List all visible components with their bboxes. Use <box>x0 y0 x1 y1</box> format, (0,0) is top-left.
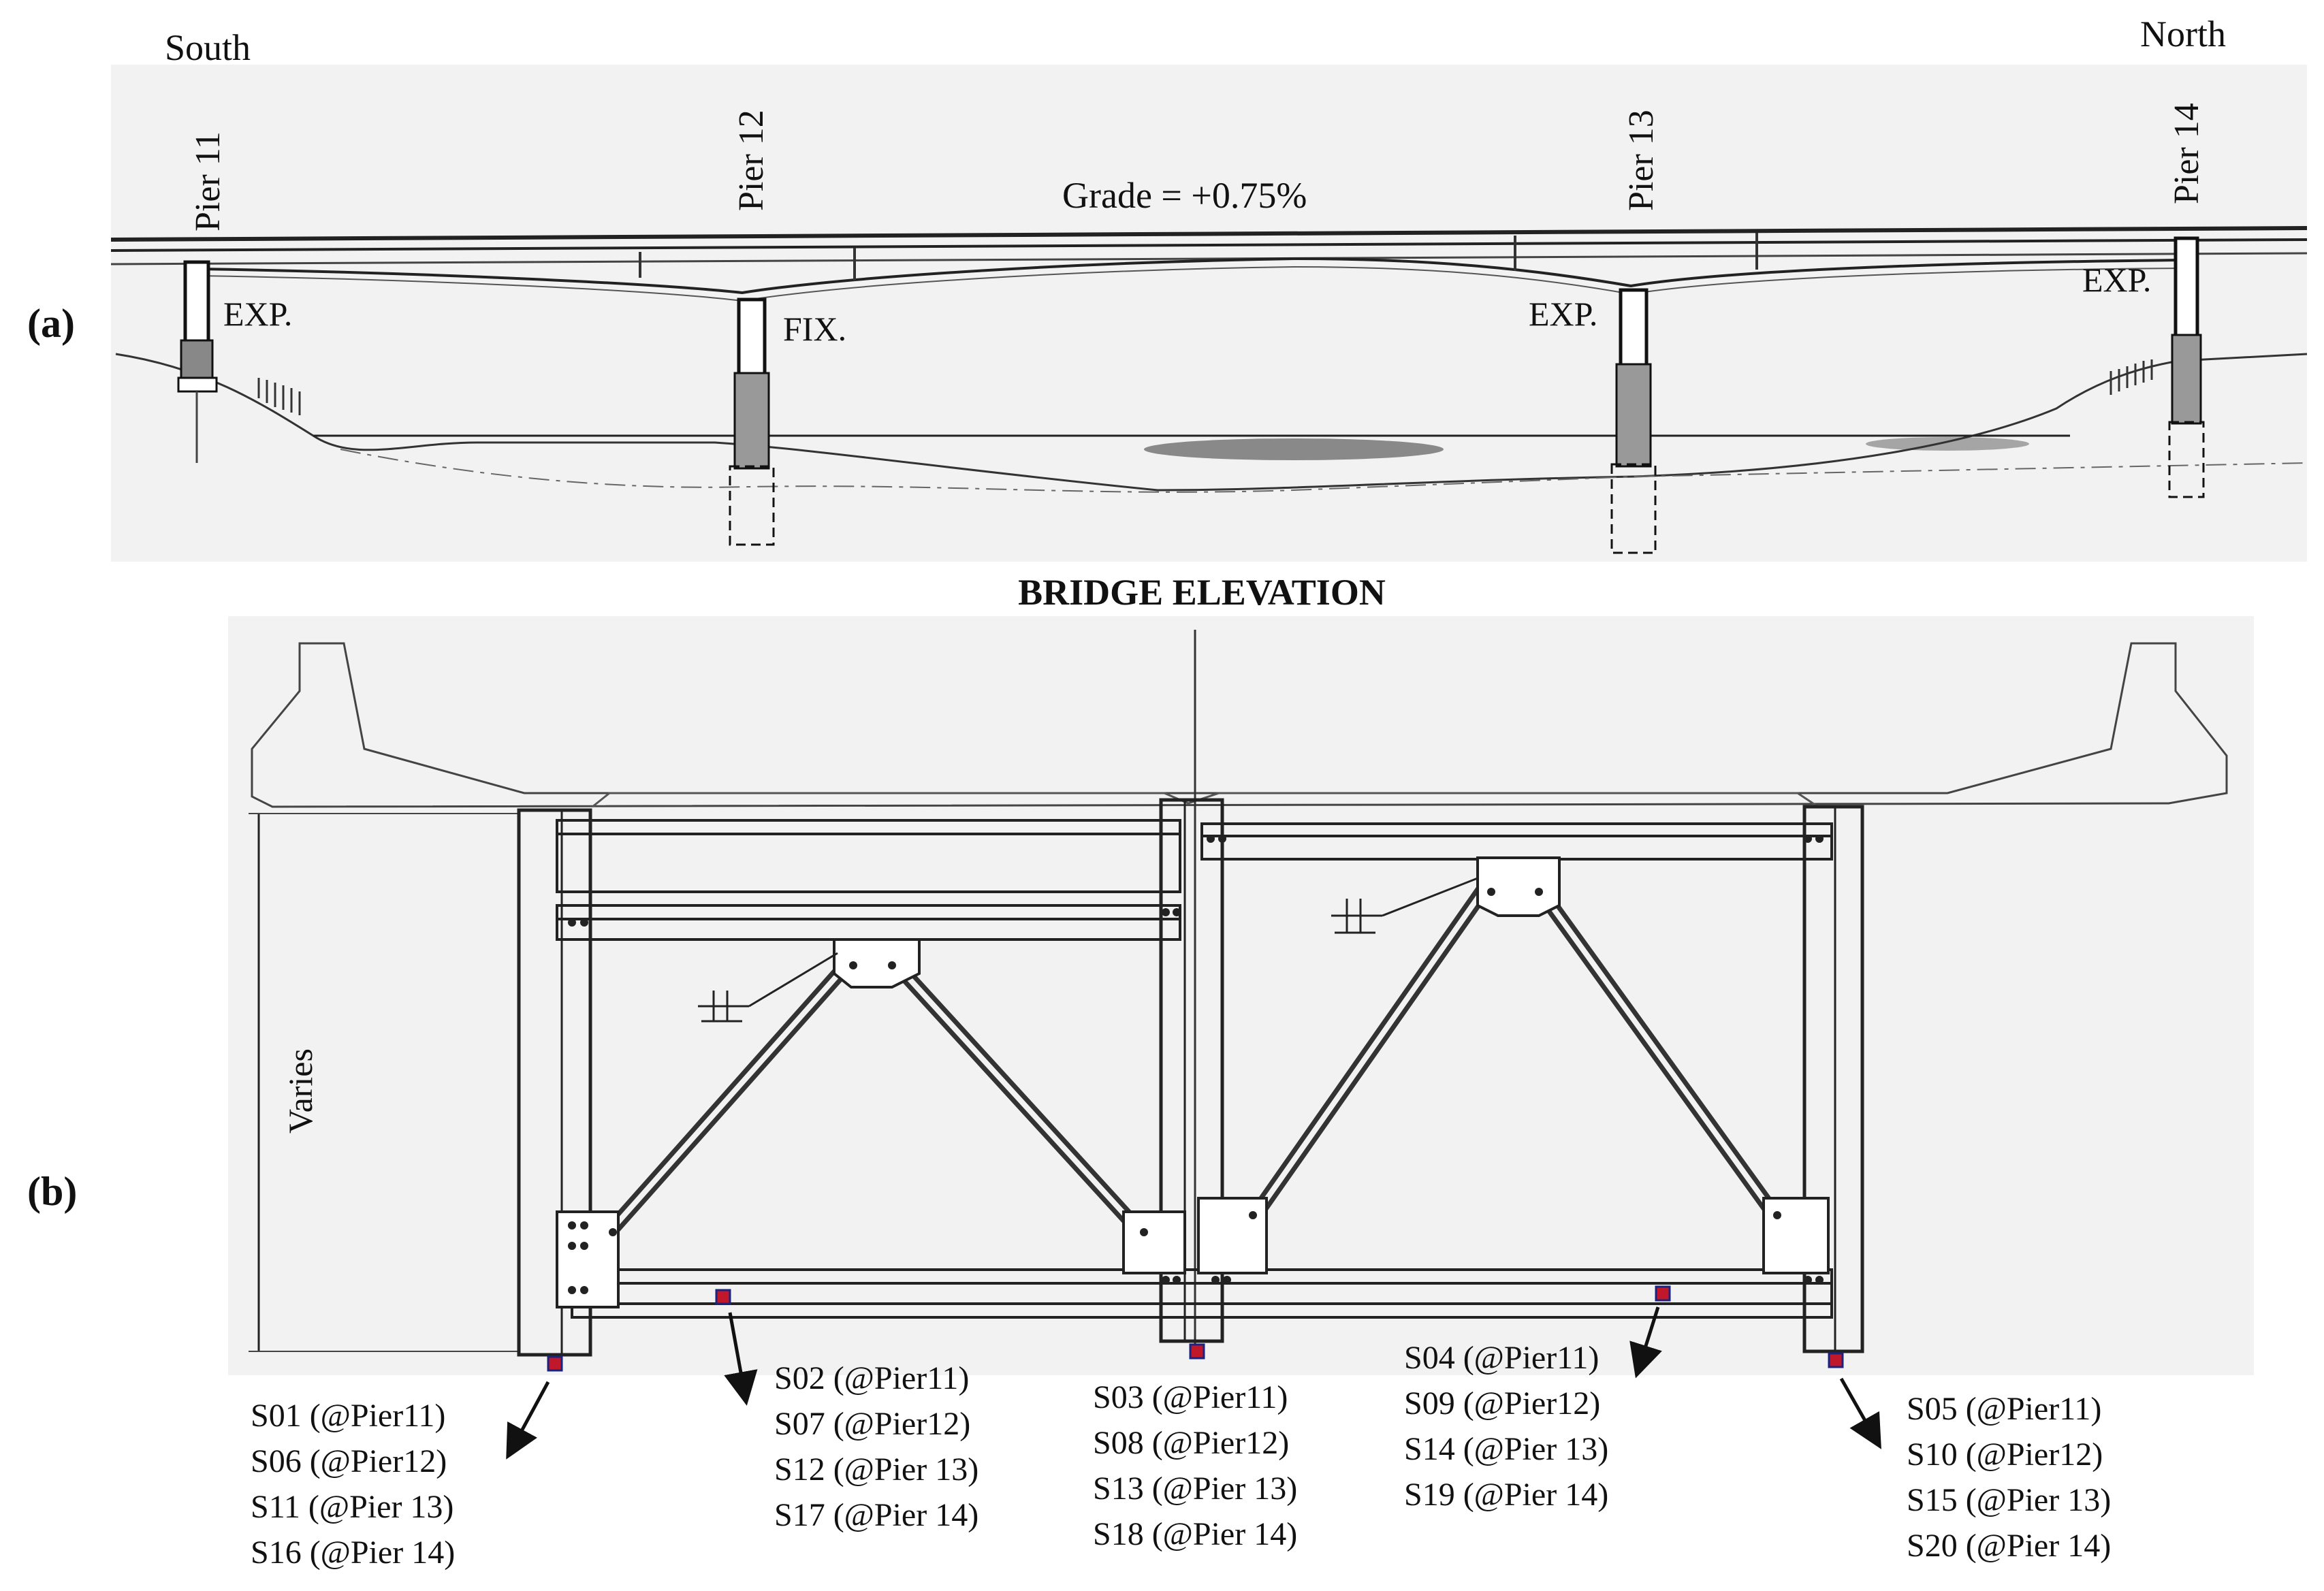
pier-14-label: Pier 14 <box>2167 103 2206 204</box>
sensor-label: S08 (@Pier12) <box>1093 1425 1289 1461</box>
sensor-label: S11 (@Pier 13) <box>251 1489 453 1525</box>
pier-11-bearing: EXP. <box>223 295 292 333</box>
deck-slab-outline <box>251 642 2228 808</box>
sensor-label: S10 (@Pier12) <box>1907 1436 2103 1473</box>
sensor-marker-s05 <box>1828 1352 1844 1368</box>
sensor-group-2: S02 (@Pier11) S07 (@Pier12) S12 (@Pier 1… <box>774 1360 978 1533</box>
sensor-label: S20 (@Pier 14) <box>1907 1528 2111 1564</box>
sensor-label: S01 (@Pier11) <box>251 1398 445 1434</box>
gusset-plates <box>556 856 1830 1308</box>
pier-14-shaft <box>2168 236 2205 498</box>
deck-haunch-line <box>592 792 1819 808</box>
sensor-label: S02 (@Pier11) <box>774 1360 969 1396</box>
sensors <box>547 1285 1844 1372</box>
scour-hatch <box>1144 438 1444 460</box>
sensor-label: S03 (@Pier11) <box>1093 1379 1288 1415</box>
section-marks <box>698 877 1478 1023</box>
ground-profile <box>115 353 2308 492</box>
panel-a: (a) South North Grade = +0.75% Pier 11 P… <box>27 14 2308 613</box>
pier-12-shaft <box>729 298 775 546</box>
sensor-leader-arrows <box>506 1306 1881 1460</box>
sensor-label: S17 (@Pier 14) <box>774 1497 978 1533</box>
sensor-label: S07 (@Pier12) <box>774 1406 970 1442</box>
riverbed-profile <box>340 449 2308 493</box>
sensor-label: S14 (@Pier 13) <box>1404 1431 1608 1467</box>
sensor-label: S15 (@Pier 13) <box>1907 1482 2111 1518</box>
sensor-group-3: S03 (@Pier11) S08 (@Pier12) S13 (@Pier 1… <box>1093 1379 1297 1552</box>
pier-12-bearing: FIX. <box>783 310 846 348</box>
girder-right <box>1802 805 1864 1353</box>
pier-14-bearing: EXP. <box>2082 261 2151 299</box>
pier-13-shaft <box>1610 288 1657 554</box>
north-label: North <box>2140 14 2226 54</box>
sensor-label: S06 (@Pier12) <box>251 1443 447 1479</box>
scour-hatch-north <box>1866 437 2029 451</box>
panel-b: Varies <box>27 616 2254 1571</box>
sensor-group-1: S01 (@Pier11) S06 (@Pier12) S11 (@Pier 1… <box>251 1398 455 1571</box>
pier-11-label: Pier 11 <box>189 131 227 231</box>
pier-13-bearing: EXP. <box>1529 295 1597 333</box>
pier-13-label: Pier 13 <box>1622 110 1661 211</box>
panel-b-tag: (b) <box>27 1169 77 1214</box>
grade-label: Grade = +0.75% <box>1062 175 1307 216</box>
sensor-label: S19 (@Pier 14) <box>1404 1477 1608 1513</box>
bridge-elevation-caption: BRIDGE ELEVATION <box>1018 572 1386 613</box>
sensor-marker-s02 <box>715 1289 731 1305</box>
panel-a-tag: (a) <box>27 301 75 346</box>
sensor-group-4: S04 (@Pier11) S09 (@Pier12) S14 (@Pier 1… <box>1404 1340 1608 1513</box>
sensor-marker-s03 <box>1189 1343 1205 1360</box>
varies-label: Varies <box>281 1048 319 1134</box>
sensor-group-5: S05 (@Pier11) S10 (@Pier12) S15 (@Pier 1… <box>1907 1391 2111 1564</box>
sensor-label: S18 (@Pier 14) <box>1093 1516 1297 1552</box>
sensor-label: S04 (@Pier11) <box>1404 1340 1599 1376</box>
sensor-label: S13 (@Pier 13) <box>1093 1471 1297 1507</box>
sensor-label: S16 (@Pier 14) <box>251 1534 455 1571</box>
elevation-drawing-background <box>111 65 2307 562</box>
sensor-label: S12 (@Pier 13) <box>774 1451 978 1488</box>
pier-11-shaft <box>177 260 218 463</box>
embankment-hatching <box>257 359 2153 415</box>
sensor-marker-s04 <box>1655 1285 1671 1302</box>
sensor-label: S05 (@Pier11) <box>1907 1391 2101 1427</box>
bridge-deck <box>110 226 2308 302</box>
pier-12-label: Pier 12 <box>732 110 771 211</box>
south-label: South <box>165 27 251 68</box>
sensor-label: S09 (@Pier12) <box>1404 1385 1600 1421</box>
sensor-marker-s01 <box>547 1355 563 1372</box>
bolt-groups <box>568 835 1824 1294</box>
